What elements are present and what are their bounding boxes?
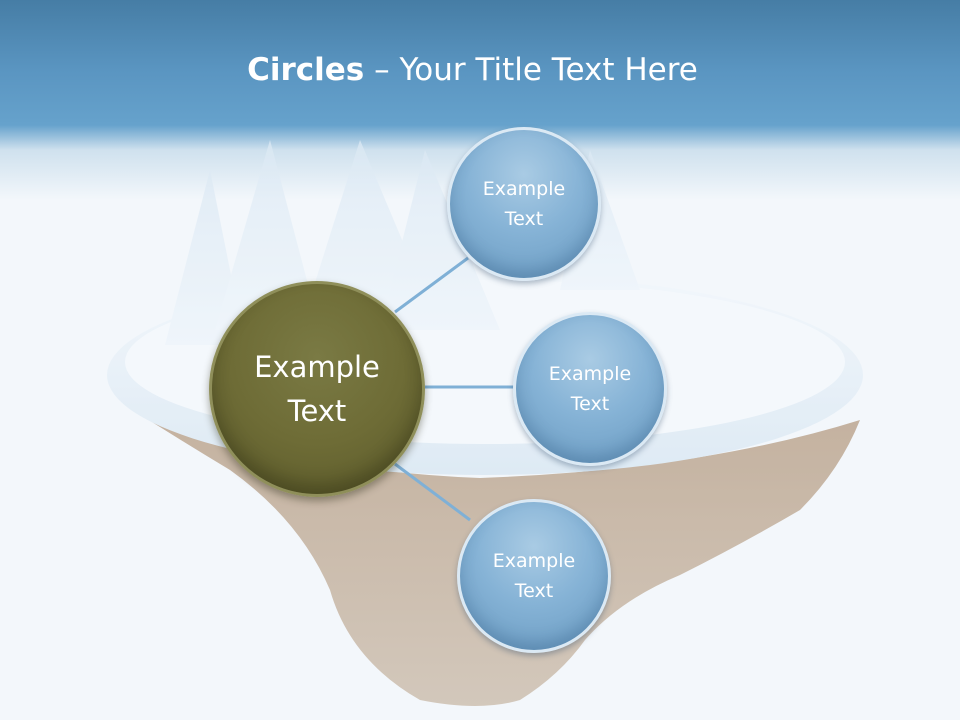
satellite-circle-top[interactable]: Example Text: [447, 127, 601, 281]
center-circle[interactable]: Example Text: [209, 281, 425, 497]
slide-title: Circles – Your Title Text Here: [0, 52, 945, 88]
center-circle-label: Example Text: [254, 350, 380, 428]
satellite-circle-label: Example Text: [548, 363, 632, 415]
satellite-circle-bottom[interactable]: Example Text: [457, 499, 611, 653]
satellite-circle-middle[interactable]: Example Text: [513, 312, 667, 466]
title-bold: Circles: [247, 52, 365, 88]
title-rest: – Your Title Text Here: [364, 52, 698, 88]
satellite-circle-label: Example Text: [482, 178, 566, 230]
satellite-circle-label: Example Text: [492, 550, 576, 602]
